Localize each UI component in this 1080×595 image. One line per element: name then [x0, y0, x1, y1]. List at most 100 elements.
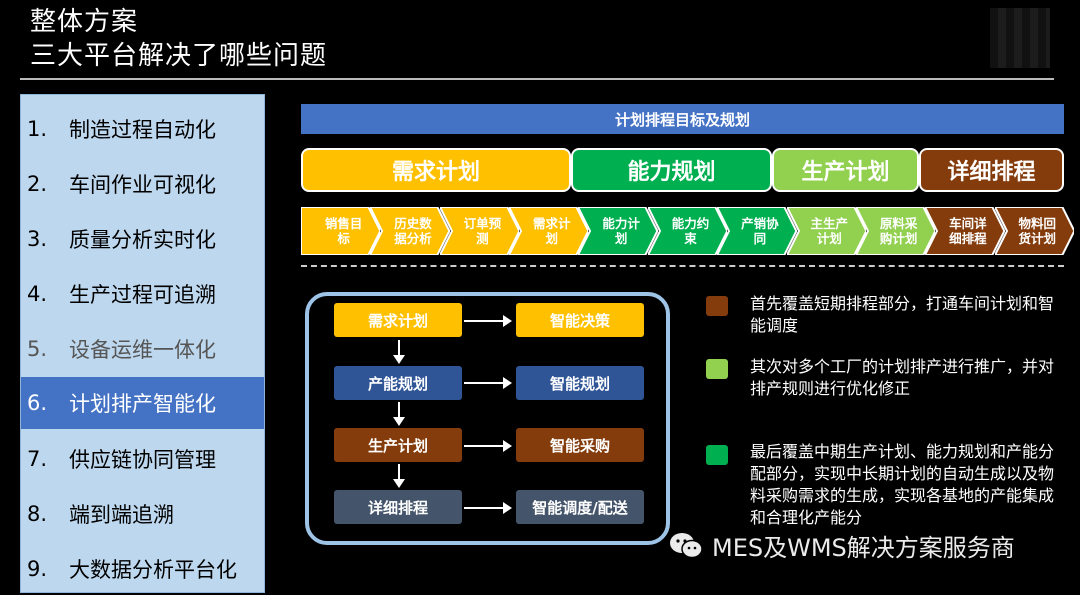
process-step-text: 销售目标 [324, 216, 363, 246]
watermark-text: MES及WMS解决方案服务商 [712, 534, 1015, 562]
sidebar-item-number: 4. [26, 282, 47, 306]
sidebar-item-number: 8. [26, 502, 47, 526]
flow-box-label: 生产计划 [367, 436, 428, 455]
phase-production-planning: 生产计划 [772, 148, 919, 192]
process-step-text: 主生产计划 [810, 216, 848, 246]
sidebar-item-number: 5. [26, 337, 47, 361]
process-step-chevron: 需求计划 [509, 207, 589, 255]
flow-box-label: 智能规划 [549, 374, 610, 393]
process-step-chevron: 车间详细排程 [925, 207, 1005, 255]
flow-left-box-4: 详细排程 [334, 490, 462, 524]
title-divider [20, 78, 1054, 80]
sidebar-item-9[interactable]: 9.大数据分析平台化 [21, 543, 264, 595]
flow-arrow-right [464, 377, 512, 389]
note-bullet-1 [706, 296, 728, 316]
sidebar-item-label: 生产过程可追溯 [69, 283, 216, 307]
sidebar-item-label: 计划排产智能化 [69, 392, 216, 416]
sidebar-item-3[interactable]: 3. 质量分析实时化 [21, 213, 264, 265]
flow-box-label: 产能规划 [367, 374, 428, 393]
process-step-label: 历史数据分析 [370, 207, 449, 255]
sidebar-item-5[interactable]: 5. 设备运维一体化 [21, 323, 264, 375]
process-step-text: 产销协同 [741, 216, 779, 246]
phase-label: 需求计划 [391, 160, 480, 185]
phase-label: 生产计划 [801, 160, 890, 185]
corner-decoration [990, 8, 1050, 68]
process-step-label: 主生产计划 [787, 207, 866, 255]
flow-right-box-2: 智能规划 [516, 366, 644, 400]
wechat-icon [668, 531, 704, 561]
planning-flow-diagram [305, 292, 670, 545]
sidebar-item-8[interactable]: 8. 端到端追溯 [21, 488, 264, 540]
process-step-chevron: 能力约束 [647, 207, 728, 255]
process-step-text: 能力计划 [602, 216, 640, 246]
sidebar-item-6[interactable]: 6. 计划排产智能化 [21, 377, 264, 429]
sidebar-item-label: 车间作业可视化 [69, 173, 216, 197]
process-step-text: 订单预测 [463, 216, 502, 246]
sidebar-item-label: 大数据分析平台化 [69, 558, 237, 582]
phase-capacity-planning: 能力规划 [571, 148, 772, 192]
section-divider [301, 265, 1064, 267]
process-step-chevron: 主生产计划 [786, 207, 866, 255]
flow-left-box-1: 需求计划 [334, 303, 462, 337]
phase-label: 能力规划 [627, 160, 716, 185]
sidebar-item-label: 制造过程自动化 [69, 118, 216, 142]
flow-box-label: 智能调度/配送 [532, 498, 628, 517]
flow-box-label: 智能采购 [549, 436, 610, 455]
note-bullet-3 [706, 445, 728, 465]
flow-arrow-down [393, 464, 405, 488]
flow-arrow-right [464, 315, 512, 327]
process-step-label: 产销协同 [717, 207, 796, 255]
sidebar-item-label: 端到端追溯 [69, 503, 174, 527]
process-step-chevron: 订单预测 [439, 207, 520, 255]
sidebar-item-number: 7. [26, 447, 47, 471]
process-step-label: 订单预测 [440, 207, 519, 255]
process-step-text: 车间详细排程 [949, 216, 987, 246]
flow-arrow-right [464, 440, 512, 452]
page-title: 整体方案 [30, 7, 139, 37]
note-bullet-2 [706, 359, 728, 379]
flow-arrow-down [393, 340, 405, 364]
process-step-label: 能力约束 [648, 207, 727, 255]
sidebar-item-4[interactable]: 4. 生产过程可追溯 [21, 268, 264, 320]
process-step-chevron: 原料采购计划 [855, 207, 936, 255]
sidebar-item-number: 3. [26, 227, 47, 251]
sidebar-item-label: 设备运维一体化 [69, 338, 216, 362]
process-step-chevron: 销售目标 [301, 207, 381, 255]
sidebar-item-label: 质量分析实时化 [69, 228, 216, 252]
sidebar-item-label: 供应链协同管理 [69, 448, 216, 472]
process-step-label: 物料回货计划 [995, 207, 1074, 255]
phase-label: 详细排程 [947, 160, 1036, 185]
process-step-label: 需求计划 [509, 207, 588, 255]
phase-demand-planning: 需求计划 [301, 148, 571, 192]
flow-left-box-2: 产能规划 [334, 366, 462, 400]
process-step-chevron: 产销协同 [717, 207, 797, 255]
flow-arrow-down [393, 402, 405, 426]
sidebar-item-2[interactable]: 2. 车间作业可视化 [21, 158, 264, 210]
note-text-3: 最后覆盖中期生产计划、能力规划和产能分配部分，实现中长期计划的自动生成以及物料采… [750, 442, 1055, 527]
process-step-label: 销售目标 [301, 207, 380, 255]
phase-detailed-scheduling: 详细排程 [919, 148, 1064, 192]
page-subtitle: 三大平台解决了哪些问题 [30, 41, 328, 71]
process-step-text: 历史数据分析 [394, 216, 432, 246]
note-text-1: 首先覆盖短期排程部分，打通车间计划和智能调度 [750, 294, 1055, 335]
flow-arrow-right [464, 502, 512, 514]
sidebar-item-1[interactable]: 1. 制造过程自动化 [21, 103, 264, 155]
sidebar-item-number: 1. [26, 117, 47, 141]
flow-box-label: 需求计划 [367, 311, 428, 330]
flow-right-box-1: 智能决策 [516, 303, 644, 337]
flow-box-label: 智能决策 [549, 311, 610, 330]
process-step-chevron: 能力计划 [578, 207, 658, 255]
sidebar: 1.制造过程自动化 2.车间作业可视化 3.质量分析实时化 4.生产过程可追溯 … [20, 94, 265, 593]
sidebar-item-number: 6. [26, 391, 47, 415]
process-step-chevron: 物料回货计划 [994, 207, 1074, 255]
flow-box-label: 详细排程 [367, 498, 428, 517]
flow-right-box-3: 智能采购 [516, 428, 644, 462]
process-step-text: 原料采购计划 [879, 216, 918, 246]
process-step-text: 能力约束 [671, 216, 710, 246]
sidebar-item-number: 2. [26, 172, 47, 196]
sidebar-item-7[interactable]: 7. 供应链协同管理 [21, 433, 264, 485]
process-step-text: 物料回货计划 [1018, 216, 1057, 246]
watermark: MES及WMS解决方案服务商 [668, 528, 1015, 563]
process-step-label: 原料采购计划 [856, 207, 935, 255]
planning-banner: 计划排程目标及规划 [301, 104, 1064, 134]
